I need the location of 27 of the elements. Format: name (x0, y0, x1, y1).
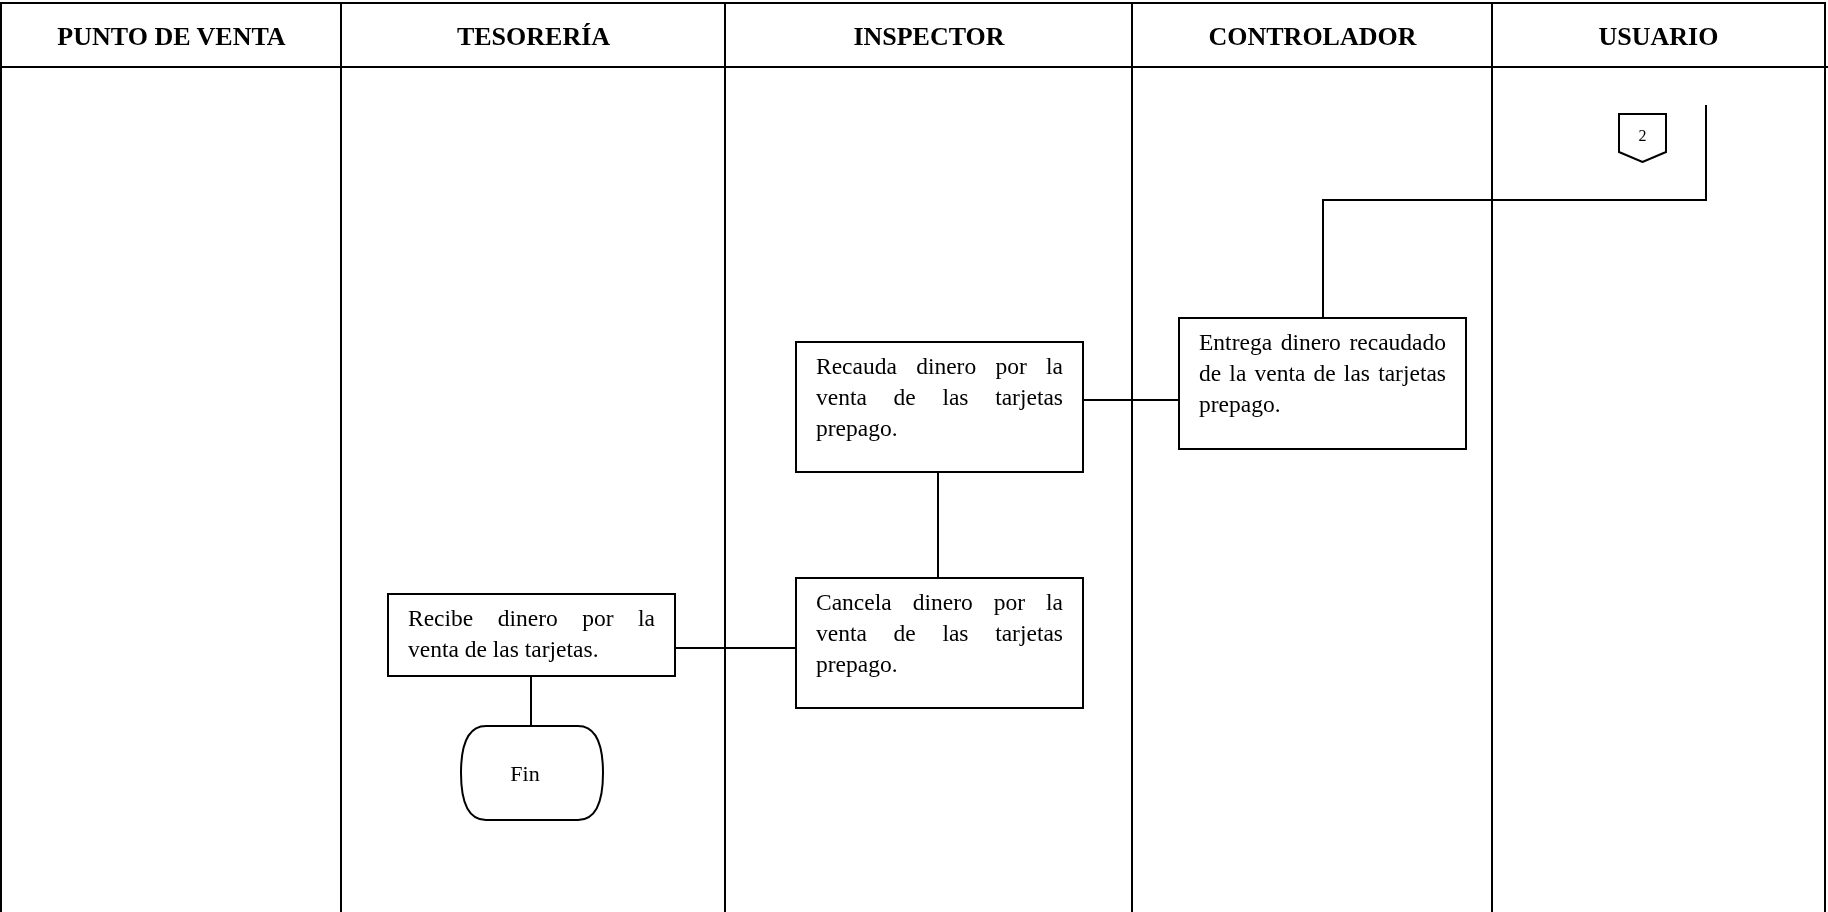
lane-title: INSPECTOR (852, 21, 1006, 53)
lane-title: USUARIO (1597, 21, 1720, 53)
lane-title: TESORERÍA (455, 21, 612, 53)
process-box (1178, 317, 1467, 450)
lane-title: PUNTO DE VENTA (56, 21, 287, 53)
process-box (387, 593, 676, 677)
off-page-connector (1618, 113, 1667, 163)
swimlane (1131, 2, 1492, 912)
connector-line (1083, 399, 1179, 401)
step-text: Recauda dinero por la venta de las tarjetas prepago. (816, 352, 1063, 443)
swimlane (340, 2, 725, 912)
swimlane (724, 2, 1132, 912)
terminator-text: Fin (510, 759, 540, 788)
lane-title: CONTROLADOR (1207, 21, 1418, 53)
process-box (795, 577, 1084, 709)
step-text: Recibe dinero por la venta de las tarjetas. (408, 604, 655, 664)
connector-line (530, 676, 532, 726)
swimlane (0, 2, 341, 912)
connector-line (675, 647, 796, 649)
process-box (795, 341, 1084, 473)
terminator (460, 725, 604, 821)
connector-line (1322, 104, 1707, 318)
connector-number: 2 (1638, 125, 1647, 146)
step-text: Entrega dinero recaudado de la venta de las tarjetas prepago. (1199, 328, 1446, 419)
connector-line (937, 472, 939, 578)
swimlane (1491, 2, 1826, 912)
step-text: Cancela dinero por la venta de las tarjetas prepago. (816, 588, 1063, 679)
